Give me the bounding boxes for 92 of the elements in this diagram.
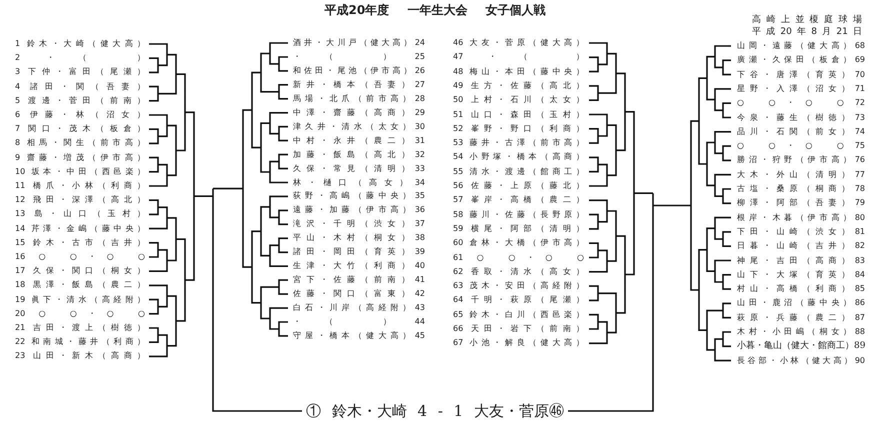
- date-text: 平成20年8月21日: [752, 27, 862, 38]
- player-entry: 酒井・大川戸（健大高）24: [292, 37, 426, 49]
- player-entry: 星野・入澤（沼女）71: [736, 82, 866, 95]
- player-entry: 64 千明・萩原（尾瀬）: [452, 294, 585, 306]
- player-entry: 48 梅山・本田（藤中央）: [452, 66, 585, 78]
- player-entry: 8 相馬・関生（前市高）: [14, 137, 146, 150]
- player-entry: 白石・川岸（高経附）43: [292, 302, 426, 314]
- player-entry: 53 藤井・古澤（前市高）: [452, 137, 585, 150]
- player-entry: 58 藤川・佐藤（長野原）: [452, 208, 585, 221]
- player-entry: 1 鈴木・大崎（健大高）: [14, 38, 146, 50]
- title: 平成20年度 一年生大会 女子個人戦: [323, 3, 547, 18]
- player-entry: 津久井・清水（太女）30: [292, 120, 426, 133]
- player-entry: 大木・外山（清明）77: [736, 168, 866, 181]
- player-entry: 20 ○ ○・○ ○: [14, 308, 146, 320]
- player-entry: 14 芹澤・金嶋（藤中央）: [14, 222, 146, 235]
- player-entry: 50 上村・石川（太女）: [452, 94, 585, 106]
- player-entry: 23 山田・新木（高商）: [14, 350, 146, 362]
- player-entry: 村山・高橋（利商）85: [736, 283, 866, 296]
- player-entry: 下谷・唐澤（育英）70: [736, 68, 866, 81]
- player-entry: 柳澤・阿部（吾妻）79: [736, 197, 866, 210]
- player-entry: 久保・常見（清明）33: [292, 162, 426, 175]
- player-entry: 67 小池・解良（健大高）: [452, 337, 585, 350]
- player-entry: 15 鈴木・古市（吉井）: [14, 236, 146, 249]
- player-entry: 49 生方・佐藤（高北）: [452, 80, 585, 92]
- player-entry: 滝沢・千明（渋女）37: [292, 218, 426, 230]
- player-entry: 馬場・北爪（前市高）28: [292, 92, 426, 105]
- player-entry: 17 久保・関口（桐女）: [14, 265, 146, 278]
- player-entry: 中澤・齋藤（高商）29: [292, 106, 426, 119]
- player-entry: 平山・木村（桐女）38: [292, 232, 426, 244]
- player-entry: 廣瀬・久保田（板倉）69: [736, 54, 866, 66]
- player-entry: 5 渡邊・菅田（前南）: [14, 94, 146, 107]
- player-entry: 遠藤・加藤（伊市高）36: [292, 204, 426, 216]
- player-entry: 下田・山崎（渋女）81: [736, 226, 866, 238]
- player-entry: 2 ・（ ）: [14, 52, 146, 64]
- player-entry: 21 吉田・渡上（樹徳）: [14, 322, 146, 334]
- player-entry: 65 鈴木・白川（西邑楽）: [452, 308, 585, 321]
- player-entry: 9 齋藤・増茂（伊市高）: [14, 152, 146, 164]
- player-entry: 生津・大竹（利商）40: [292, 260, 426, 272]
- player-entry: 19 眞下・清水（高経附）: [14, 294, 146, 306]
- player-entry: 66 天田・岩下（前南）: [452, 323, 585, 335]
- player-entry: 和佐田・尾池（伊市高）26: [292, 64, 426, 77]
- player-entry: 57 峯岸・高橋（農二）: [452, 194, 585, 206]
- player-entry: 諸田・岡田（育英）39: [292, 246, 426, 258]
- player-entry: 新井・橋本（吾妻）27: [292, 78, 426, 91]
- player-entry: 山下・大塚（育英）84: [736, 268, 866, 281]
- player-entry: 47 ・（ ）: [452, 51, 585, 64]
- player-entry: 4 諸田・関（吾妻）: [14, 80, 146, 93]
- player-entry: 守屋・橋本（健大高）45: [292, 330, 426, 342]
- player-entry: 日暮・山崎（吉井）82: [736, 240, 866, 252]
- player-entry: 宮下・佐藤（前南）41: [292, 274, 426, 286]
- player-entry: 56 佐藤・上原（藤北）: [452, 180, 585, 192]
- player-entry: 山岡・遠藤（健大高）68: [736, 40, 866, 52]
- player-entry: 22 和南城・藤井（利商）: [14, 336, 146, 348]
- player-entry: 中村・永井（農二）31: [292, 134, 426, 147]
- player-entry: 12 飛田・深澤（高北）: [14, 194, 146, 206]
- player-entry: 10 坂本・中田（西邑楽）: [14, 166, 146, 178]
- player-entry: 63 茂木・安田（高経附）: [452, 280, 585, 292]
- player-entry: 7 関口・茂木（板倉）: [14, 123, 146, 136]
- player-entry: 加藤・飯島（高北）32: [292, 148, 426, 161]
- player-entry: 古塩・桑原（桐商）78: [736, 183, 866, 195]
- player-entry: 根岸・木暮（伊市高）80: [736, 212, 866, 224]
- player-entry: 59 横尾・阿部（清明）: [452, 222, 585, 235]
- player-entry: 萩原・兵藤（農二）87: [736, 312, 866, 324]
- player-entry: 品川・石関（前女）74: [736, 126, 866, 138]
- player-entry: ・（ ）44: [292, 316, 426, 328]
- player-entry: 60 倉林・大橋（伊市高）: [452, 237, 585, 250]
- player-entry: 52 峯野・野口（利商）: [452, 122, 585, 135]
- player-entry: 長谷部・小林（健大高）90: [736, 354, 866, 367]
- player-entry: 13 島・山口（玉村）: [14, 208, 146, 220]
- player-entry: 今泉・藤生（樹徳）73: [736, 112, 866, 124]
- player-entry: 16 ○ ○・○ ○: [14, 251, 146, 263]
- venue-text: 高崎上並榎庭球場: [752, 15, 862, 26]
- player-entry: 神尾・吉田（高商）83: [736, 254, 866, 266]
- player-entry: ・（ ）25: [292, 50, 426, 63]
- player-entry: 小暮・亀山（健大・館商工）89: [736, 340, 866, 352]
- player-entry: 51 山口・森田（玉村）: [452, 108, 585, 120]
- player-entry: 11 橋爪・小林（利商）: [14, 180, 146, 192]
- player-entry: 勝沼・狩野（伊市高）76: [736, 154, 866, 166]
- player-entry: 佐藤・関口（富東）42: [292, 288, 426, 300]
- player-entry: 山田・鹿沼（藤中央）86: [736, 297, 866, 310]
- player-entry: 55 清水・渡邊（館商工）: [452, 166, 585, 178]
- player-entry: 61 ○ ○・○ ○: [452, 252, 585, 264]
- player-entry: 荻野・高嶋（藤中央）35: [292, 190, 426, 202]
- player-entry: 46 大友・菅原（健大高）: [452, 37, 585, 49]
- player-entry: 6 伊藤・林（沼女）: [14, 109, 146, 121]
- player-entry: 木村・小田嶋（桐女）88: [736, 326, 866, 338]
- player-entry: 3 下仲・富田（尾瀬）: [14, 66, 146, 78]
- player-entry: 林・樋口（高女）34: [292, 176, 426, 188]
- player-entry: 54 小野塚・橋本（高商）: [452, 151, 585, 164]
- final-result: ① 鈴木・大崎 4 - 1 大友・菅原㊻: [306, 402, 564, 420]
- player-entry: 18 黒澤・飯島（農二）: [14, 279, 146, 292]
- player-entry: 62 香取・清水（高女）: [452, 266, 585, 278]
